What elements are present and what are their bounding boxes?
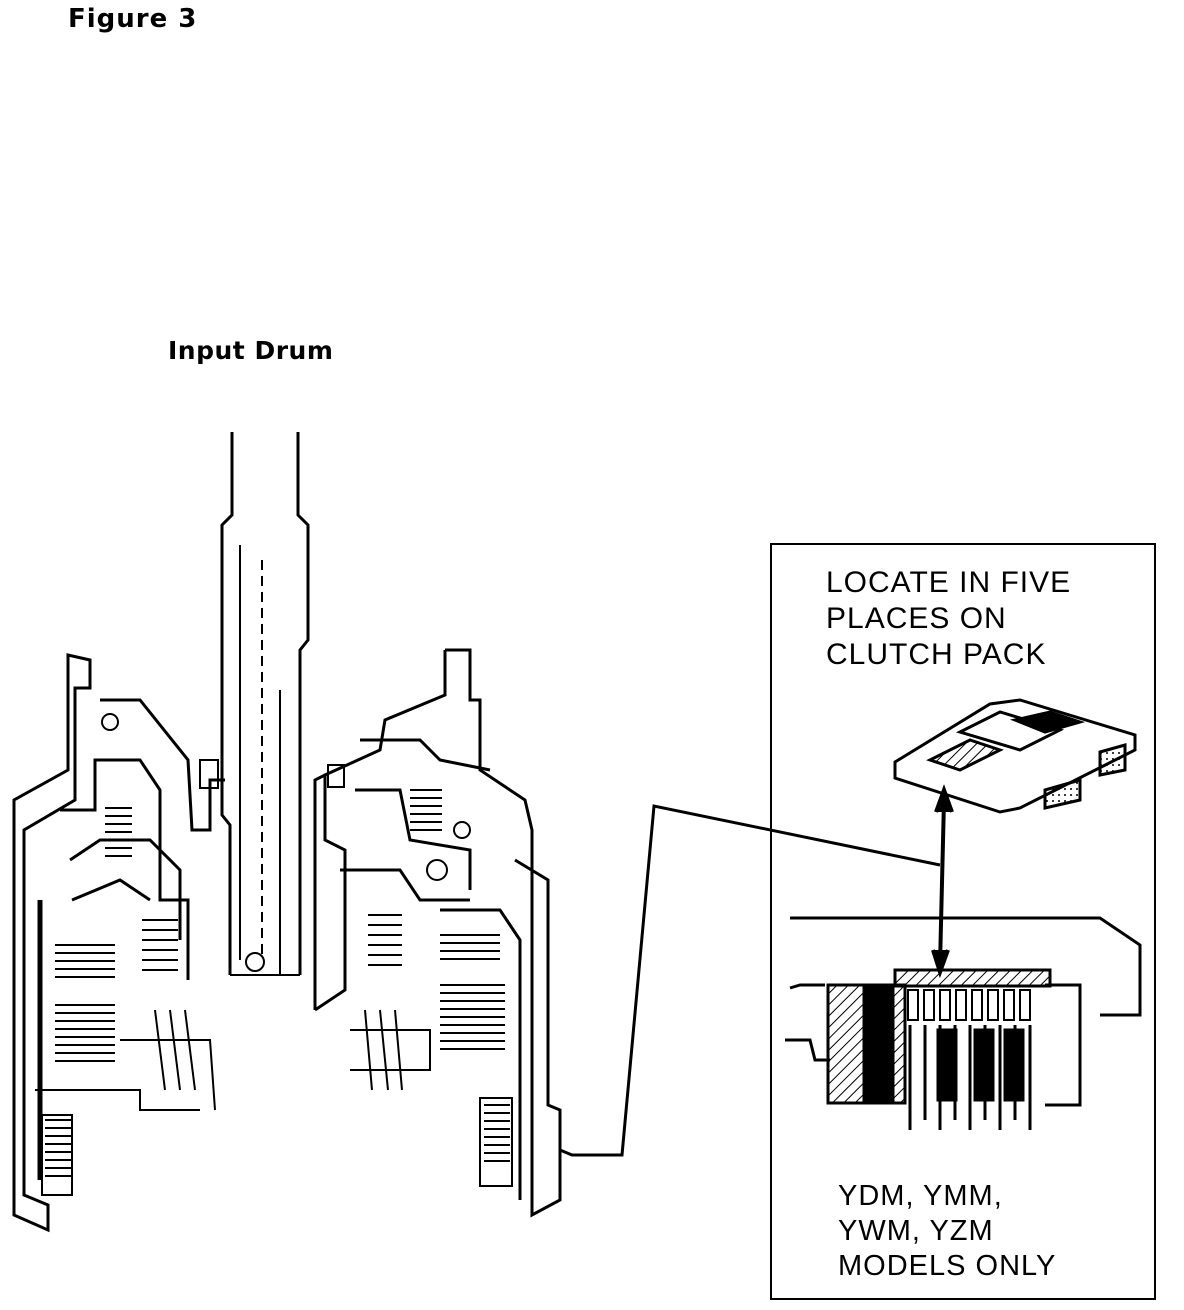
clutch-clip-detail bbox=[893, 698, 1137, 814]
figure-title: Figure 3 bbox=[68, 4, 198, 34]
callout-models-line: MODELS ONLY bbox=[838, 1250, 1057, 1282]
callout-models-line: YDM, YMM, bbox=[838, 1180, 1003, 1212]
drum-left-half bbox=[12, 653, 225, 1233]
callout-models-text: YDM, YMM, YWM, YZM MODELS ONLY bbox=[838, 1179, 1056, 1284]
callout-instruction-line: PLACES ON bbox=[826, 602, 1007, 635]
clutch-pack-section bbox=[785, 916, 1142, 1130]
callout-instruction-line: CLUTCH PACK bbox=[826, 638, 1047, 671]
callout-instruction-line: LOCATE IN FIVE bbox=[826, 566, 1072, 599]
callout-instruction-text: LOCATE IN FIVE PLACES ON CLUTCH PACK bbox=[826, 565, 1071, 673]
leader-line bbox=[559, 804, 941, 1157]
callout-box: LOCATE IN FIVE PLACES ON CLUTCH PACK YDM… bbox=[770, 543, 1156, 1300]
callout-models-line: YWM, YZM bbox=[838, 1215, 994, 1247]
drum-right-half bbox=[313, 648, 562, 1218]
input-drum-title: Input Drum bbox=[168, 336, 334, 365]
input-shaft bbox=[220, 432, 310, 976]
